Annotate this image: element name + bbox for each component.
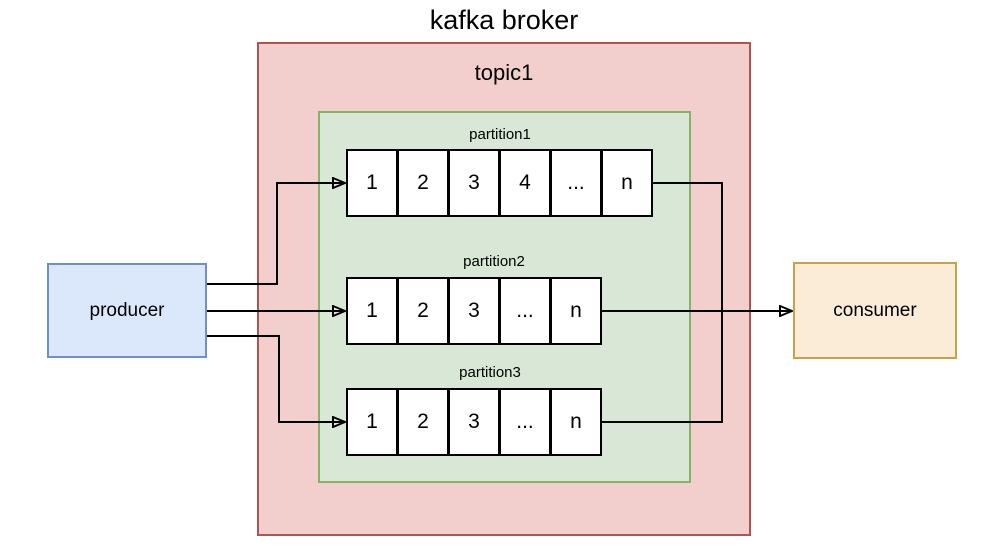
- partition-cell: 2: [397, 388, 449, 456]
- producer-label: producer: [89, 299, 165, 321]
- producer-node: producer: [47, 263, 207, 358]
- partition3-row: 1 2 3 ... n: [346, 388, 602, 456]
- partition2-row: 1 2 3 ... n: [346, 277, 602, 345]
- diagram-title: kafka broker: [429, 5, 579, 35]
- partition-cell: n: [550, 388, 602, 456]
- partition-cell: 3: [448, 388, 500, 456]
- partition-cell: 2: [397, 149, 449, 217]
- partition-cell: 1: [346, 149, 398, 217]
- partition-cell: 2: [397, 277, 449, 345]
- partition1-label: partition1: [469, 126, 531, 143]
- partition-cell: ...: [499, 388, 551, 456]
- partition1-row: 1 2 3 4 ... n: [346, 149, 653, 217]
- partition-cell: 1: [346, 277, 398, 345]
- partition2-label: partition2: [463, 253, 525, 270]
- partition3-label: partition3: [459, 364, 521, 381]
- partition-cell: n: [550, 277, 602, 345]
- partition-cell: n: [601, 149, 653, 217]
- partition-cell: ...: [550, 149, 602, 217]
- topic-label: topic1: [474, 60, 534, 85]
- partition-cell: 3: [448, 149, 500, 217]
- consumer-node: consumer: [793, 262, 957, 359]
- partition-cell: 1: [346, 388, 398, 456]
- partition-cell: 4: [499, 149, 551, 217]
- consumer-label: consumer: [833, 299, 917, 321]
- partition-cell: ...: [499, 277, 551, 345]
- partition-cell: 3: [448, 277, 500, 345]
